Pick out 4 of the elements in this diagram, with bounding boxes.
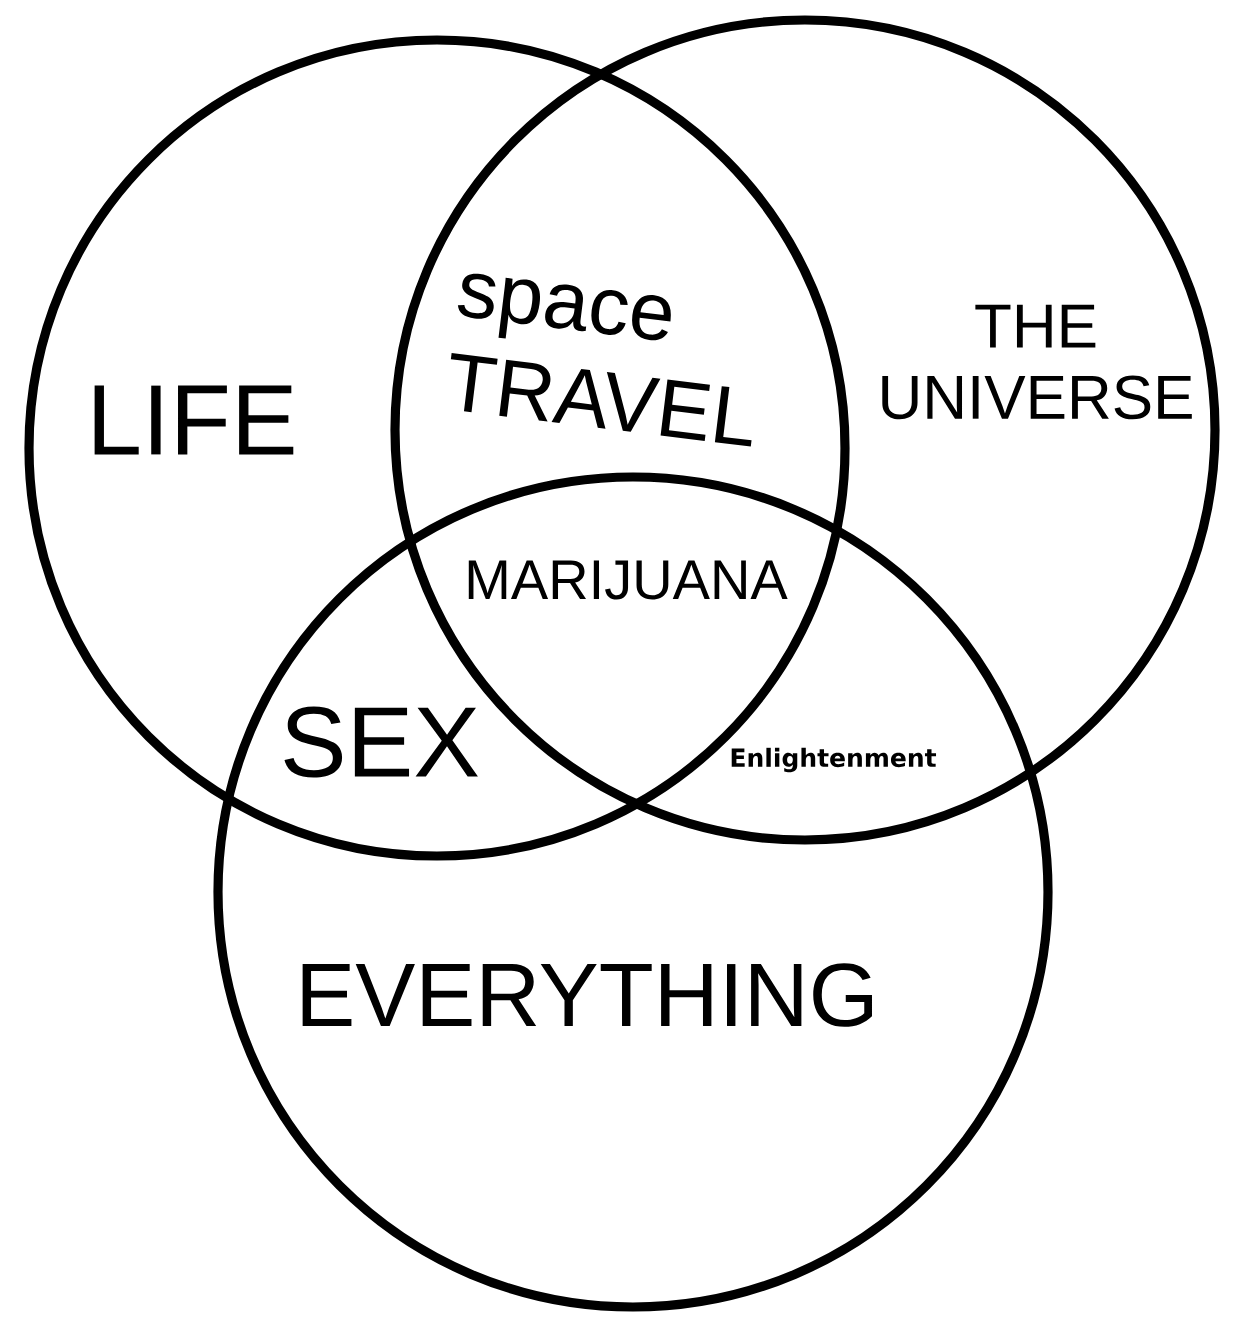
- region-label: SEX: [284, 706, 478, 778]
- region-label: Enlightenment: [731, 747, 937, 773]
- region-label: MARIJUANA: [468, 560, 788, 600]
- region-label: space TRAVEL: [450, 273, 752, 447]
